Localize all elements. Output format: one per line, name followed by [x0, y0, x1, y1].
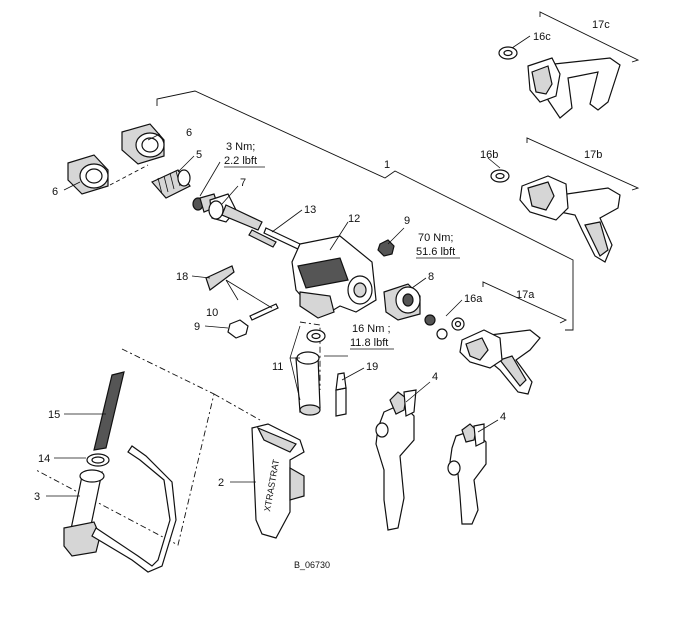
figure-id: B_06730 — [294, 560, 330, 570]
torque-11-lbft: 11.8 lbft — [350, 337, 388, 349]
part-18-tool — [205, 265, 235, 291]
part-12-gun-body — [291, 235, 377, 319]
callout-15: 15 — [48, 409, 60, 421]
group-bracket-17b — [526, 137, 640, 191]
callout-19: 19 — [366, 361, 378, 373]
group-bracket-17c — [539, 11, 640, 63]
part-9-nut-bottom — [227, 319, 249, 339]
part-11-filter-seal — [306, 329, 326, 343]
group-bracket-17a — [482, 281, 568, 324]
callout-16b: 16b — [480, 149, 498, 161]
callout-5: 5 — [196, 149, 202, 161]
leader-lines — [46, 35, 531, 497]
part-8-fitting — [383, 283, 421, 321]
callout-2: 2 — [218, 477, 224, 489]
part-10-pin — [249, 303, 279, 321]
part-2-handle: XTRASTRAT — [251, 423, 305, 539]
callout-9-a: 9 — [404, 215, 410, 227]
callout-17c: 17c — [592, 19, 610, 31]
callout-3: 3 — [34, 491, 40, 503]
part-19-lubricant — [335, 372, 347, 417]
part-11-filter — [295, 351, 321, 416]
callout-4-a: 4 — [432, 371, 438, 383]
callout-18: 18 — [176, 271, 188, 283]
part-17b-tip-guard — [519, 175, 621, 263]
handle-outline-boundary — [213, 393, 261, 421]
callout-6-b: 6 — [52, 186, 58, 198]
callout-17a: 17a — [516, 289, 535, 301]
torque-3-lbft: 2.2 lbft — [224, 155, 257, 167]
callout-16c: 16c — [533, 31, 551, 43]
part-9-nut-top — [377, 239, 395, 257]
callout-12: 12 — [348, 213, 360, 225]
part-16c-seal — [498, 46, 518, 60]
callout-10: 10 — [206, 307, 218, 319]
part-17a-tip-guard — [459, 329, 541, 395]
callout-11: 11 — [272, 361, 283, 373]
part-17c-tip-guard — [527, 57, 621, 119]
callout-4-b: 4 — [500, 411, 506, 423]
callout-6-a: 6 — [186, 127, 192, 139]
torque-11-nm: 16 Nm ; — [352, 323, 391, 335]
part-4-trigger-a — [375, 389, 417, 531]
part-6-retaining-nut-top — [121, 123, 165, 165]
callout-16a: 16a — [464, 293, 483, 305]
gun-outline-boundary — [35, 348, 215, 546]
callout-8: 8 — [428, 271, 434, 283]
part-14-o-ring — [86, 453, 110, 467]
callout-1: 1 — [384, 159, 390, 171]
part-16a-seal — [424, 314, 465, 340]
torque-8-nm: 70 Nm; — [418, 232, 453, 244]
part-6-retaining-nut-bottom — [67, 154, 109, 195]
callout-17b: 17b — [584, 149, 602, 161]
callout-14: 14 — [38, 453, 50, 465]
callout-13: 13 — [304, 204, 316, 216]
part-3-handle-guard — [63, 445, 177, 573]
callout-7: 7 — [240, 177, 246, 189]
part-4-trigger-b — [447, 423, 487, 525]
part-13-pins — [248, 227, 301, 250]
part-15-filter-spring — [93, 371, 125, 451]
part-7-needle-assembly — [208, 193, 263, 231]
callout-9-b: 9 — [194, 321, 200, 333]
torque-3-nm: 3 Nm; — [226, 141, 255, 153]
part-5-spring — [151, 169, 191, 199]
group-bracket-1 — [156, 90, 574, 331]
part-16b-seal — [490, 169, 510, 183]
torque-8-lbft: 51.6 lbft — [416, 246, 455, 258]
